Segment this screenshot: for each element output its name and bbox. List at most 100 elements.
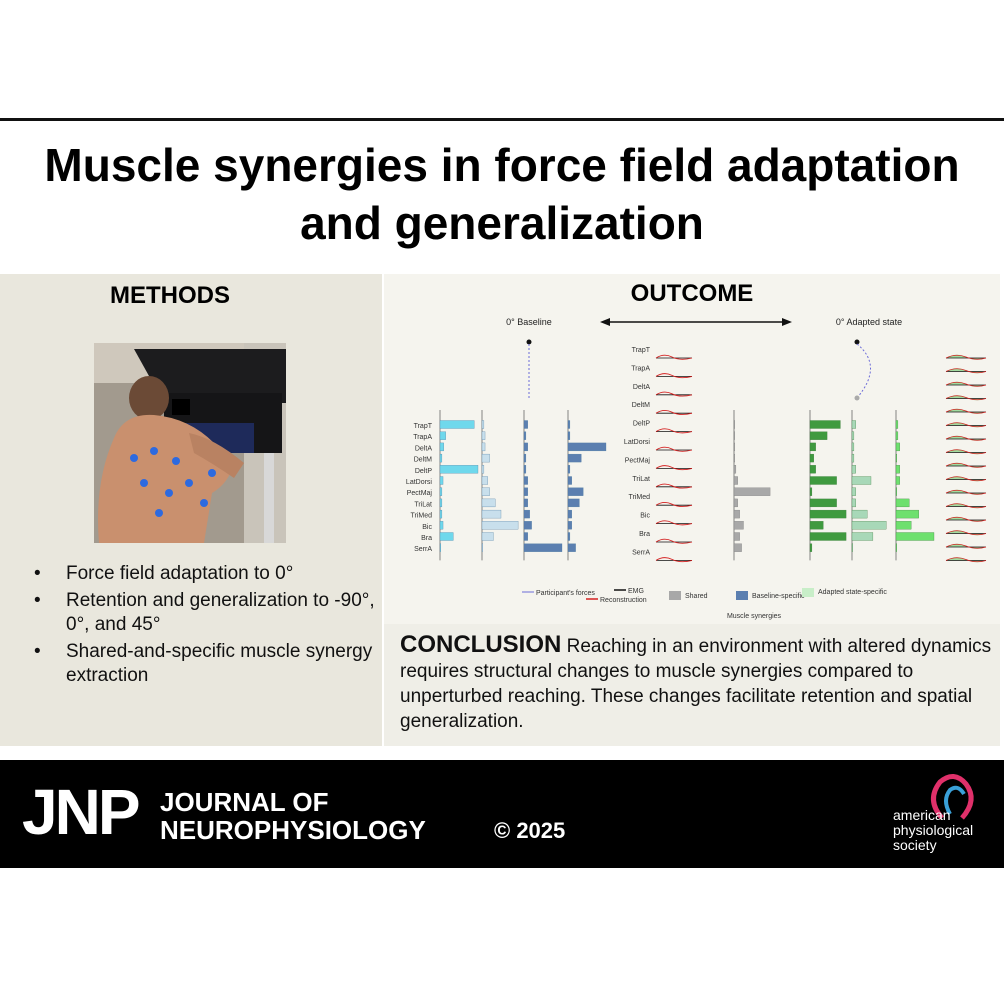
conclusion-panel [384, 624, 1000, 746]
reconstruction-trace [945, 368, 987, 374]
outcome-heading: OUTCOME [630, 280, 754, 307]
synergy-bar [809, 476, 837, 485]
synergy-bar [439, 487, 443, 496]
reconstruction-trace [945, 462, 987, 468]
synergy-bar [851, 453, 855, 463]
synergy-bar [567, 453, 582, 463]
baseline-synergy-bars [439, 410, 607, 561]
synergy-bar [567, 442, 607, 452]
reconstruction-trace [655, 354, 693, 360]
muscle-label: TrapT [414, 423, 433, 430]
synergy-bar [567, 420, 571, 429]
synergy-bar [895, 442, 900, 452]
synergy-bar [895, 521, 912, 530]
synergy-bar [523, 543, 563, 552]
muscle-label: PectMaj [407, 490, 433, 497]
muscle-label: DeltA [415, 445, 432, 452]
reconstruction-trace [945, 476, 987, 482]
synergy-bar [851, 521, 887, 530]
synergy-bar [523, 431, 527, 440]
synergy-bar [733, 543, 742, 552]
reconstruction-trace [655, 483, 693, 489]
photo-illustration [94, 343, 286, 543]
synergy-bar [523, 532, 528, 541]
synergy-bar [733, 532, 740, 541]
synergy-bar [733, 465, 737, 474]
muscle-label: SerrA [632, 549, 650, 556]
synergy-bar [481, 442, 486, 452]
synergy-bar [523, 442, 528, 452]
muscle-label: DeltP [633, 421, 650, 428]
synergy-bar [733, 420, 735, 429]
legend-reconstruction: Reconstruction [600, 597, 647, 604]
synergy-figure: 0° Baseline 0° Adapted state TrapT TrapA D… [406, 317, 987, 620]
synergy-bar [523, 521, 532, 530]
journal-name-line2: NEUROPHYSIOLOGY [160, 815, 426, 845]
synergy-bar [439, 442, 444, 452]
synergy-bar [851, 476, 872, 485]
synergy-bar [439, 431, 446, 440]
muscle-label: TriMed [628, 494, 650, 501]
synergy-bar [733, 509, 740, 519]
synergy-bar [895, 431, 899, 440]
reconstruction-trace [655, 428, 693, 434]
synergy-bar [733, 431, 735, 440]
footer: JNP JOURNAL OF NEUROPHYSIOLOGY © 2025 am… [0, 760, 1004, 868]
synergy-bar [851, 420, 856, 429]
synergy-bar [523, 453, 527, 463]
synergy-bar [733, 487, 771, 496]
journal-name-line1: JOURNAL OF [160, 787, 329, 817]
synergy-bar [481, 476, 488, 485]
synergy-bar [809, 453, 814, 463]
synergy-bar [439, 476, 444, 485]
reconstruction-trace [945, 449, 987, 455]
reconstruction-trace [945, 408, 987, 414]
synergy-bar [439, 453, 443, 463]
muscle-label: Bra [421, 535, 432, 542]
reconstruction-trace [945, 422, 987, 428]
synergy-bar [481, 498, 496, 508]
synergy-bar [439, 420, 475, 429]
synergy-bar [439, 532, 454, 541]
synergy-bar [851, 532, 874, 541]
synergy-bar [895, 509, 919, 519]
aps-logo-icon [931, 774, 974, 820]
muscle-label: TrapT [632, 347, 651, 354]
baseline-label: 0° Baseline [506, 317, 552, 327]
reconstruction-trace [655, 502, 693, 507]
synergy-bar [809, 532, 847, 541]
conclusion: CONCLUSION Reaching in an environment wi… [400, 632, 1000, 734]
muscle-label: Bra [639, 531, 650, 538]
muscle-label: TrapA [631, 365, 650, 372]
synergy-bar [567, 509, 572, 519]
synergy-bar [809, 431, 828, 440]
baseline-force-trace [526, 339, 532, 398]
experiment-photo [94, 343, 286, 543]
conclusion-body: Reaching in an environment with altered … [400, 636, 992, 732]
synergy-bar [567, 532, 571, 541]
reconstruction-trace [945, 489, 987, 495]
legend: Participant's forces EMG Reconstruction … [522, 588, 887, 620]
synergy-bar [481, 487, 490, 496]
synergy-bar [481, 543, 483, 552]
synergy-bar [809, 465, 816, 474]
synergy-bar [851, 543, 853, 552]
synergy-bar [567, 487, 584, 496]
synergy-bar [895, 532, 935, 541]
synergy-bar [481, 532, 494, 541]
synergy-bar [809, 420, 841, 429]
muscle-label: TriMed [410, 513, 432, 520]
reconstruction-trace [945, 503, 987, 509]
reconstruction-trace [945, 435, 987, 441]
reconstruction-trace [655, 538, 693, 544]
reconstruction-trace [945, 530, 987, 536]
synergy-bar [851, 465, 856, 474]
synergy-bar [809, 521, 824, 530]
adapted-label: 0° Adapted state [836, 317, 902, 327]
synergy-bar [895, 476, 900, 485]
legend-shared: Shared [685, 593, 708, 600]
reconstruction-trace [945, 543, 987, 549]
synergy-bar [439, 543, 441, 552]
synergy-bar [439, 465, 479, 474]
muscle-label: Bic [422, 524, 432, 531]
